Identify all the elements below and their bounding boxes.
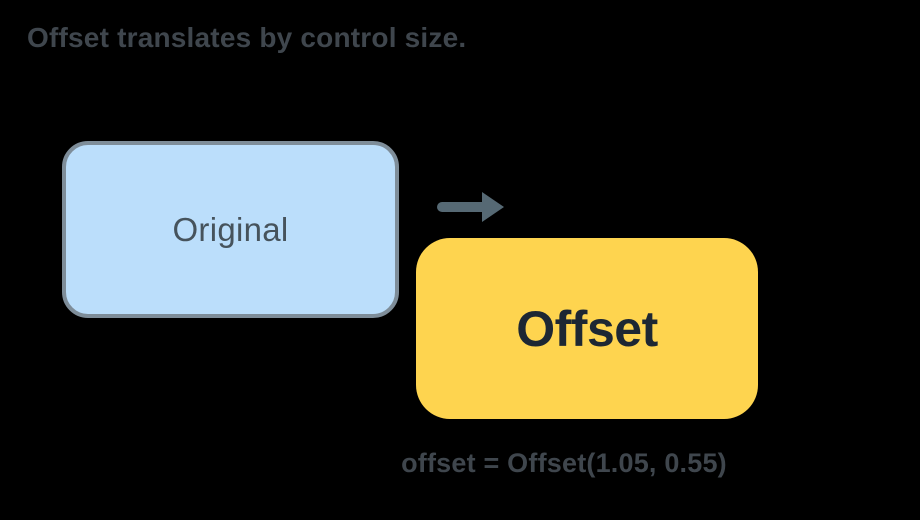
- original-box-label: Original: [172, 210, 289, 248]
- offset-code-caption: offset = Offset(1.05, 0.55): [401, 448, 727, 478]
- original-box: Original: [62, 141, 399, 318]
- offset-box: Offset: [416, 238, 758, 419]
- offset-box-label: Offset: [516, 300, 658, 357]
- diagram-title: Offset translates by control size.: [27, 22, 467, 53]
- right-arrow-icon: [437, 192, 504, 222]
